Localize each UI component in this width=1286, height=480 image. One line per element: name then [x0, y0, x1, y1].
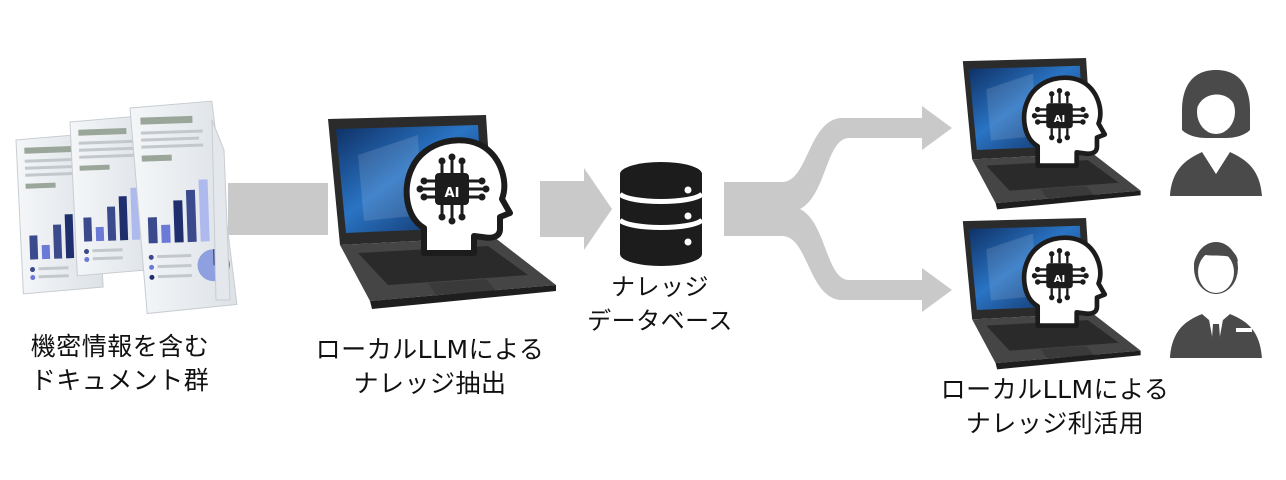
ai-badge: AI	[1054, 114, 1066, 125]
person-female-icon	[1170, 70, 1262, 196]
flow-arrows	[228, 106, 952, 312]
ai-badge: AI	[445, 186, 460, 201]
label-database-line-2: データベース	[587, 307, 733, 335]
label-database: ナレッジ データベース	[560, 270, 760, 338]
label-database-line-1: ナレッジ	[611, 273, 709, 301]
label-documents-line-2: ドキュメント群	[30, 366, 210, 395]
arrow-laptop-to-database	[540, 168, 612, 250]
label-utilization: ローカルLLMによる ナレッジ利活用	[930, 373, 1180, 441]
label-extraction: ローカルLLMによる ナレッジ抽出	[305, 333, 555, 401]
arrow-docs-to-laptop	[228, 183, 328, 235]
label-documents: 機密情報を含む ドキュメント群	[10, 330, 230, 398]
label-utilization-line-2: ナレッジ利活用	[965, 409, 1145, 438]
label-extraction-line-2: ナレッジ抽出	[353, 369, 507, 398]
laptop-ai-icon: AI	[328, 115, 556, 309]
person-male-icon	[1170, 242, 1262, 358]
label-utilization-line-1: ローカルLLMによる	[940, 375, 1170, 404]
database-icon	[618, 162, 704, 266]
ai-badge: AI	[1054, 274, 1066, 285]
laptop-ai-icon: AI	[962, 58, 1141, 210]
arrow-database-branch	[724, 106, 952, 312]
label-documents-line-1: 機密情報を含む	[30, 332, 210, 361]
label-extraction-line-1: ローカルLLMによる	[315, 335, 545, 364]
document-stack-icon	[15, 100, 238, 315]
laptop-ai-icon: AI	[962, 218, 1141, 370]
